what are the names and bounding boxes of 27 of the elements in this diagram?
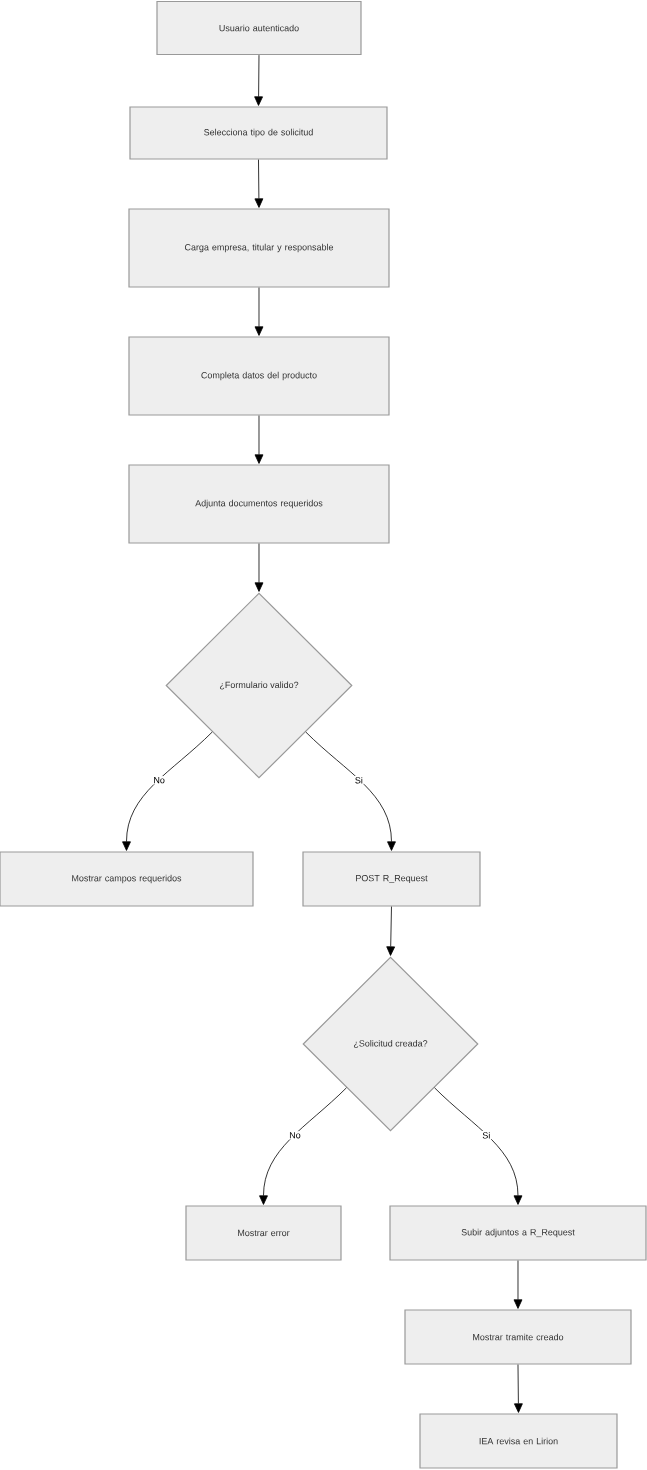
edge-label: Si	[482, 1131, 490, 1139]
process-box: Mostrar tramite creado	[404, 1309, 632, 1365]
arrow	[514, 1364, 523, 1413]
arrow	[122, 731, 213, 851]
process-box: Mostrar campos requeridos	[0, 851, 254, 907]
arrow	[254, 287, 264, 336]
process-box: Adjunta documentos requeridos	[128, 464, 390, 544]
arrow	[513, 1260, 523, 1309]
process-box: Completa datos del producto	[128, 336, 390, 416]
arrow	[254, 54, 263, 106]
arrow	[259, 1087, 347, 1205]
process-box: IEA revisa en Lirion	[419, 1413, 618, 1469]
arrow	[254, 159, 264, 208]
process-box: Usuario autenticado	[156, 0, 362, 56]
edge-label: No	[289, 1132, 301, 1139]
process-box: Carga empresa, titular y responsable	[128, 208, 390, 288]
process-box: Subir adjuntos a R_Request	[389, 1205, 647, 1261]
arrow	[386, 906, 396, 956]
edge-label: Si	[355, 776, 363, 784]
arrow	[434, 1087, 523, 1205]
process-box: POST R_Request	[302, 851, 481, 907]
arrow	[254, 415, 264, 464]
process-box: Mostrar error	[185, 1205, 342, 1261]
arrow	[254, 543, 264, 592]
process-box: Selecciona tipo de solicitud	[129, 106, 388, 160]
arrow	[305, 731, 396, 851]
edge-label: No	[154, 777, 165, 784]
